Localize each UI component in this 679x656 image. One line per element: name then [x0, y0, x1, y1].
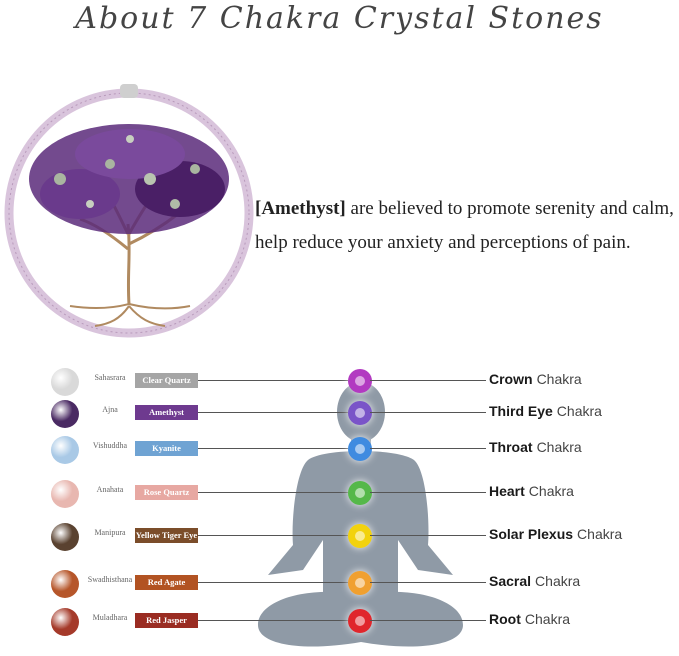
sanskrit-name: Manipura — [94, 528, 126, 537]
connector-line-right — [370, 620, 486, 621]
connector-line — [198, 582, 348, 583]
stone-label: Rose Quartz — [135, 485, 198, 500]
stone-label: Yellow Tiger Eye — [135, 528, 198, 543]
connector-line-right — [370, 380, 486, 381]
chakra-dot — [348, 401, 372, 425]
connector-line — [198, 448, 348, 449]
connector-line-right — [370, 582, 486, 583]
sanskrit-name: Ajna — [102, 405, 118, 414]
sanskrit-name: Sahasrara — [94, 373, 126, 382]
chakra-name-suffix: Chakra — [535, 573, 581, 589]
stone-label: Clear Quartz — [135, 373, 198, 388]
chakra-name-suffix: Chakra — [536, 439, 582, 455]
description-line-1-rest: are believed to promote serenity and cal… — [345, 198, 674, 219]
connector-line-right — [370, 535, 486, 536]
sanskrit-name: Vishuddha — [92, 441, 128, 450]
chakra-name-bold: Third Eye — [489, 403, 553, 419]
connector-line — [198, 492, 348, 493]
chakra-name-suffix: Chakra — [524, 611, 571, 627]
chakra-name-bold: Crown — [489, 371, 533, 387]
description-line-2: help reduce your anxiety and perceptions… — [255, 232, 631, 253]
crystal-stone-image — [51, 436, 79, 464]
sanskrit-name: Swadhisthana — [87, 575, 133, 584]
connector-line-right — [370, 492, 486, 493]
chakra-name-suffix: Chakra — [528, 483, 574, 499]
chakra-name-suffix: Chakra — [577, 526, 623, 542]
stone-label: Red Jasper — [135, 613, 198, 628]
description-highlight: [Amethyst] — [255, 198, 346, 219]
crystal-stone-image — [51, 480, 79, 508]
description-line-1: [Amethyst] are believed to promote seren… — [255, 192, 679, 226]
connector-line — [198, 380, 348, 381]
connector-line — [198, 535, 348, 536]
connector-line-right — [370, 412, 486, 413]
chakra-dot — [348, 369, 372, 393]
chakra-dot — [348, 481, 372, 505]
sanskrit-name: Muladhara — [92, 613, 128, 622]
chakra-dot — [348, 524, 372, 548]
stone-label: Kyanite — [135, 441, 198, 456]
crystal-stone-image — [51, 570, 79, 598]
crystal-stone-image — [51, 400, 79, 428]
chakra-name-suffix: Chakra — [556, 403, 602, 419]
connector-line — [198, 620, 348, 621]
chakra-dot — [348, 609, 372, 633]
chakra-name-bold: Root — [489, 611, 521, 627]
stone-label: Amethyst — [135, 405, 198, 420]
crystal-stone-image — [51, 608, 79, 636]
chakra-name-bold: Heart — [489, 483, 525, 499]
stone-label: Red Agate — [135, 575, 198, 590]
sanskrit-name: Anahata — [96, 485, 124, 494]
chakra-dot — [348, 571, 372, 595]
chakra-name-bold: Sacral — [489, 573, 532, 589]
chakra-name-suffix: Chakra — [536, 371, 582, 387]
connector-line — [198, 412, 348, 413]
chakra-name-bold: Throat — [489, 439, 533, 455]
chakra-dot — [348, 437, 372, 461]
crystal-stone-image — [51, 368, 79, 396]
tree-of-life-pendant-image — [4, 84, 254, 338]
page-title: About 7 Chakra Crystal Stones — [75, 1, 604, 36]
amethyst-description: [Amethyst] are believed to promote seren… — [255, 192, 679, 260]
chakra-name-bold: Solar Plexus — [489, 526, 574, 542]
connector-line-right — [370, 448, 486, 449]
crystal-stone-image — [51, 523, 79, 551]
